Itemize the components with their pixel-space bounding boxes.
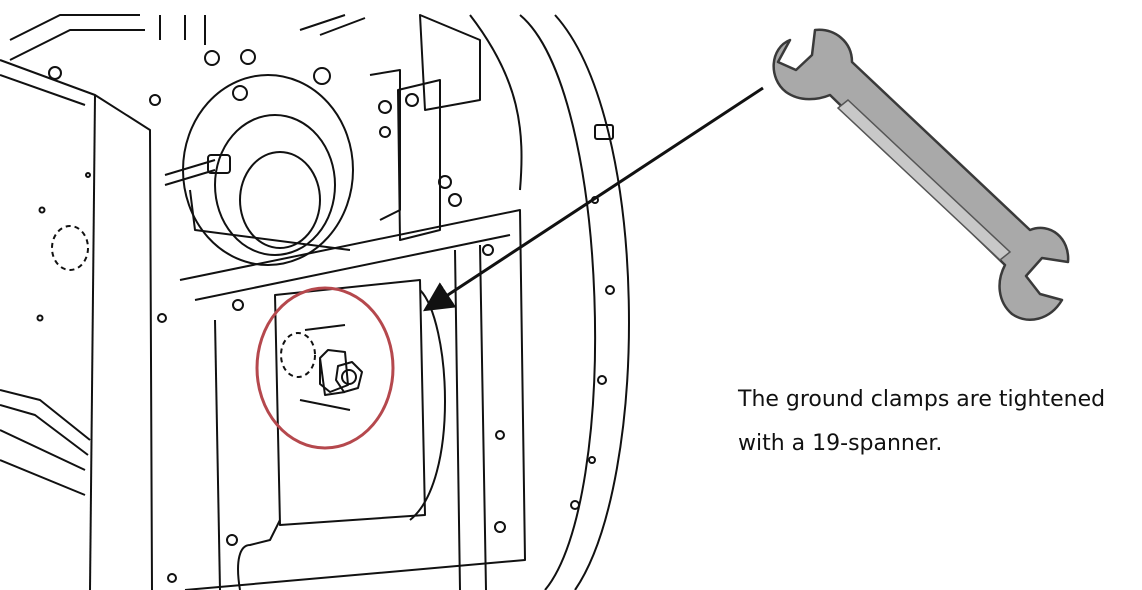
spanner-icon — [772, 28, 1070, 321]
clamp-highlight-circle — [255, 286, 395, 450]
leader-arrow — [422, 86, 764, 312]
caption-line-2: with a 19-spanner. — [738, 431, 943, 456]
caption-line-1: The ground clamps are tightened — [738, 387, 1106, 412]
instruction-caption: The ground clamps are tightened with a 1… — [738, 378, 1138, 466]
machine-drawing — [0, 14, 630, 590]
